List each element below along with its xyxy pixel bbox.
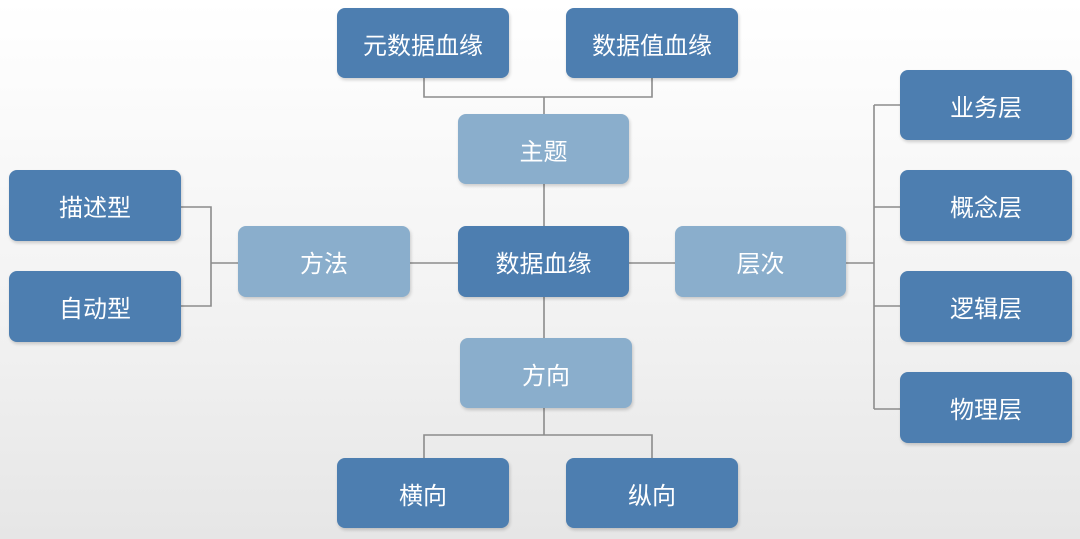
- connector-theme-to-meta-value: [423, 78, 653, 114]
- node-direction: 方向: [460, 338, 632, 408]
- node-business-layer: 业务层: [900, 70, 1072, 140]
- node-value-lineage: 数据值血缘: [566, 8, 738, 78]
- node-automatic: 自动型: [9, 271, 181, 342]
- node-method: 方法: [238, 226, 410, 297]
- connector-method-to-types: [181, 206, 238, 307]
- node-center-data-lineage: 数据血缘: [458, 226, 629, 297]
- node-logic-layer: 逻辑层: [900, 271, 1072, 342]
- node-horizontal: 横向: [337, 458, 509, 528]
- node-concept-layer: 概念层: [900, 170, 1072, 241]
- node-physical-layer: 物理层: [900, 372, 1072, 443]
- node-level: 层次: [675, 226, 846, 297]
- node-theme: 主题: [458, 114, 629, 184]
- node-meta-lineage: 元数据血缘: [337, 8, 509, 78]
- connector-level-to-layers: [846, 104, 900, 410]
- node-descriptive: 描述型: [9, 170, 181, 241]
- connector-direction-to-horizontal-vertical: [423, 408, 653, 458]
- node-vertical: 纵向: [566, 458, 738, 528]
